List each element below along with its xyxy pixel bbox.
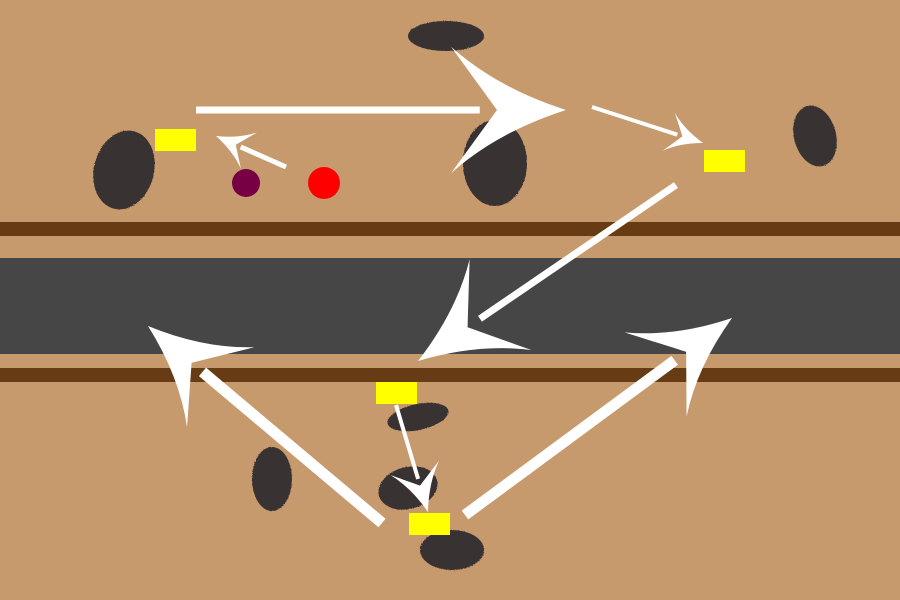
road-edge-bottom bbox=[0, 368, 900, 382]
path-arrow-head bbox=[451, 46, 566, 174]
path-arrow-shaft bbox=[198, 367, 386, 528]
path-arrow-shaft bbox=[239, 144, 288, 170]
path-arrow-head bbox=[216, 132, 257, 169]
obstacle bbox=[252, 447, 292, 511]
path-arrow-shaft bbox=[461, 355, 678, 520]
obstacle bbox=[93, 130, 155, 210]
path-arrows bbox=[148, 46, 732, 528]
marker bbox=[704, 150, 745, 172]
path-arrow-head bbox=[662, 113, 703, 151]
marker bbox=[376, 382, 417, 404]
path-arrow-head bbox=[418, 259, 532, 361]
path-arrow-head bbox=[148, 326, 255, 428]
purple-agent bbox=[232, 169, 260, 197]
marker bbox=[409, 513, 450, 535]
obstacle bbox=[793, 105, 837, 167]
road-edge-top bbox=[0, 222, 900, 236]
red-agent bbox=[308, 167, 340, 199]
marker bbox=[155, 129, 196, 151]
path-arrow-shaft bbox=[394, 404, 421, 480]
path-arrow-shaft bbox=[477, 182, 678, 322]
obstacle bbox=[408, 21, 484, 51]
path-arrow-head bbox=[624, 318, 732, 417]
path-arrow-head bbox=[390, 460, 440, 512]
obstacle bbox=[420, 530, 484, 570]
path-arrow-shaft bbox=[591, 105, 678, 137]
